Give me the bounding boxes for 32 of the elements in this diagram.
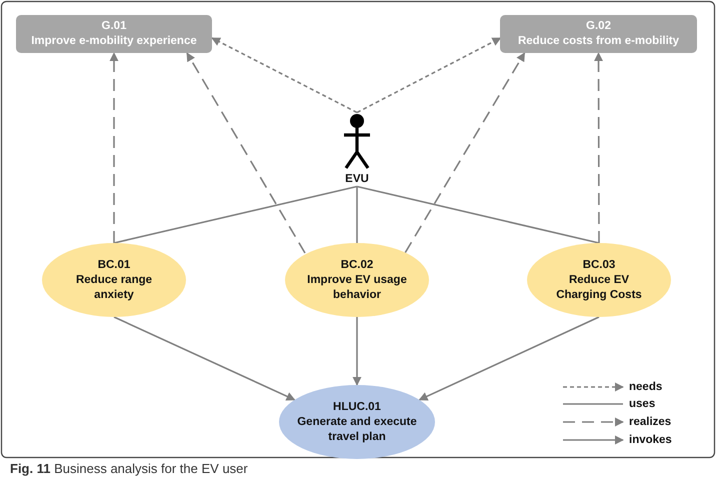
arrow <box>211 37 358 114</box>
legend-label: uses <box>629 397 656 411</box>
node-id: G.02 <box>586 19 611 34</box>
node-id: G.01 <box>102 19 126 34</box>
goal-box <box>500 15 697 53</box>
connector-line <box>356 186 600 244</box>
arrow <box>594 52 604 243</box>
arrow <box>418 316 600 401</box>
node-id: BC.03 <box>582 258 616 272</box>
legend-label: realizes <box>629 415 672 429</box>
connector-line <box>114 186 358 244</box>
node-label: Reduce costs from e-mobility <box>518 34 680 49</box>
node-label: Reduce EV Charging Costs <box>555 272 643 302</box>
node-id: BC.01 <box>98 258 130 272</box>
legend-label: invokes <box>629 433 672 447</box>
node-label: Reduce range anxiety <box>74 272 154 302</box>
figure-caption: Fig. 11 Business analysis for the EV user <box>10 461 248 476</box>
arrow <box>110 52 118 243</box>
arrow <box>404 52 526 253</box>
arrow <box>356 37 502 114</box>
connector-line <box>356 186 358 243</box>
node-label: Improve e-mobility experience <box>31 34 197 49</box>
legend-label: needs <box>629 380 662 394</box>
node-label: EVU <box>345 172 369 187</box>
node-label: Improve EV usage behavior <box>306 272 408 302</box>
node-id: HLUC.01 <box>333 400 381 414</box>
arrow <box>352 317 362 386</box>
goal-box <box>16 15 212 53</box>
arrow <box>114 316 296 401</box>
node-label: Generate and execute travel plan <box>297 414 417 444</box>
node-id: BC.02 <box>340 258 374 272</box>
arrow <box>186 52 306 254</box>
